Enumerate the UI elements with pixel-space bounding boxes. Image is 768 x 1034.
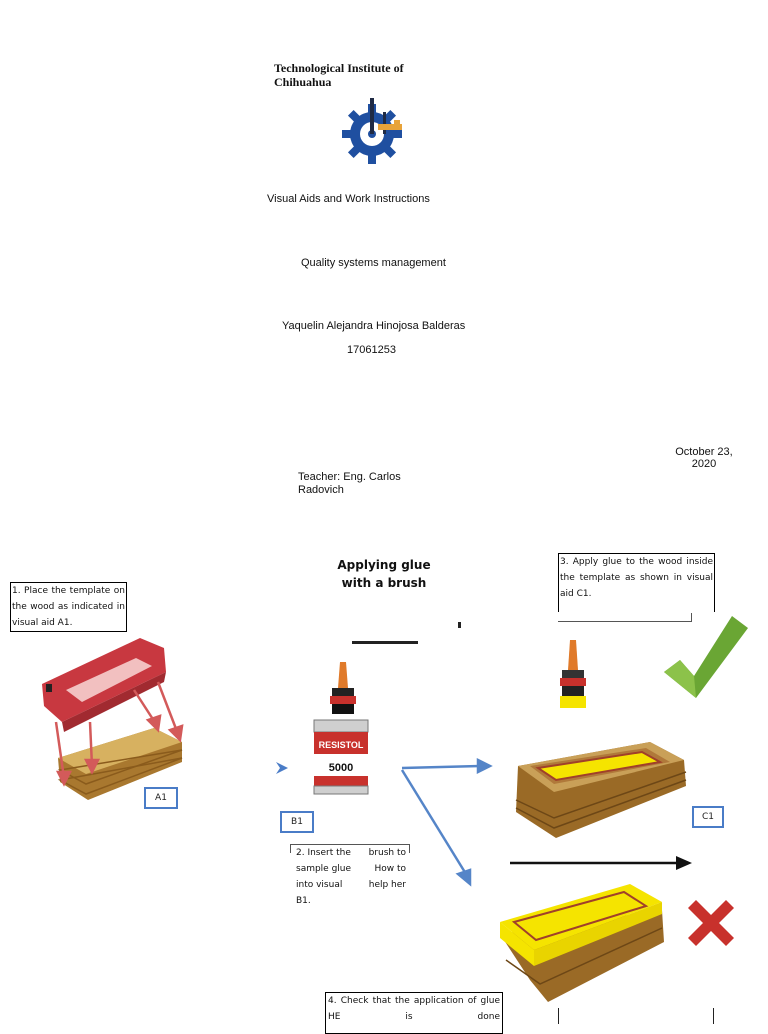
step4-text: 4. Check that the application of glue HE… [328, 996, 500, 1022]
can-number-text: 5000 [329, 762, 353, 774]
label-c1: C1 [692, 806, 724, 828]
label-b1: B1 [280, 811, 314, 833]
glue-can-with-brush-image: RESISTOL 5000 [313, 662, 369, 795]
step3-box-bottom [558, 613, 692, 622]
step2-instruction-col2: brush to How to help her [368, 848, 406, 890]
author-name: Yaquelin Alejandra Hinojosa Balderas [282, 320, 466, 332]
document-title: Visual Aids and Work Instructions [267, 193, 430, 205]
institute-title: Technological Institute of Chihuahua [274, 61, 404, 89]
student-id: 17061253 [347, 344, 396, 356]
institute-logo [342, 98, 402, 164]
clipped-text-fragment [352, 637, 420, 645]
correct-glue-wood-image [515, 742, 687, 838]
bottom-right-box-edge [558, 1008, 714, 1024]
subject: Quality systems management [301, 257, 446, 269]
step2-top-border [290, 844, 410, 853]
x-icon [688, 900, 734, 946]
label-a1: A1 [144, 787, 178, 809]
clipped-comma-fragment [458, 622, 461, 628]
can-brand-text: RESISTOL [319, 740, 364, 750]
template-on-wood-image [42, 638, 184, 800]
glue-brush-image [560, 640, 586, 708]
step2-instruction-col1: 2. Insert the sample glue into visual B1… [296, 848, 352, 906]
date: October 23, 2020 [675, 446, 733, 470]
step1-instruction: 1. Place the template on the wood as ind… [10, 582, 127, 632]
check-icon [664, 616, 748, 698]
arrow-small-right [276, 762, 288, 774]
step4-instruction: 4. Check that the application of glue HE… [325, 992, 503, 1034]
diagram-title: Applying glue with a brush [337, 558, 431, 590]
step3-instruction: 3. Apply glue to the wood inside the tem… [558, 553, 715, 612]
incorrect-glue-wood-image [500, 884, 664, 1002]
teacher: Teacher: Eng. Carlos Radovich [298, 471, 401, 496]
black-arrow-right [510, 856, 692, 870]
flow-arrows [400, 757, 493, 887]
